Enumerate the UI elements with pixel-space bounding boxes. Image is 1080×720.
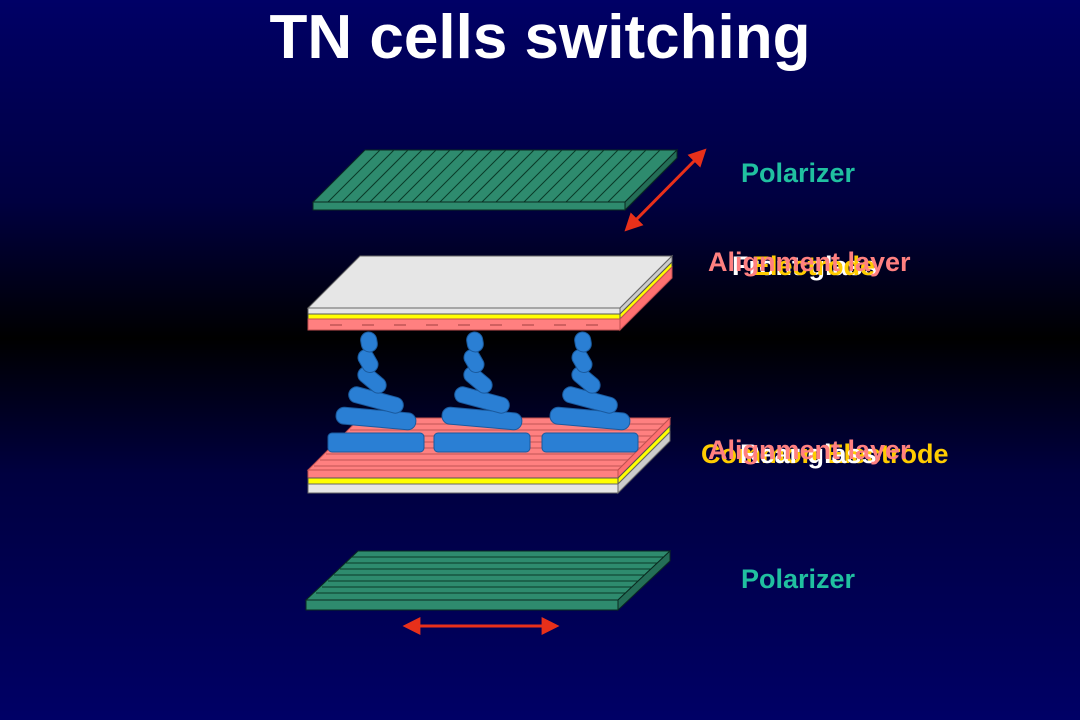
top-glass-label: Front glass (732, 251, 878, 281)
top-alignment-layer-label: Alignment layer (708, 247, 911, 277)
bottom-polarizer (304, 549, 672, 612)
liquid-crystal-molecules (327, 331, 639, 453)
top-glass-assembly (306, 254, 674, 332)
top-polarizer-label: Polarizer (741, 158, 856, 188)
bottom-polarizer-label: Polarizer (741, 564, 856, 594)
top-polarization-arrow (624, 148, 707, 232)
bottom-electrode-label: Common Electrode (701, 439, 949, 469)
top-polarizer (311, 148, 679, 212)
top-polarizer-stripes (327, 149, 661, 203)
top-electrode-label: Electrode (752, 251, 876, 281)
bottom-alignment-layer-label: Alignment layer (708, 435, 911, 465)
slide-title: TN cells switching (269, 3, 811, 72)
bottom-glass-label: Rear glass (740, 439, 877, 469)
